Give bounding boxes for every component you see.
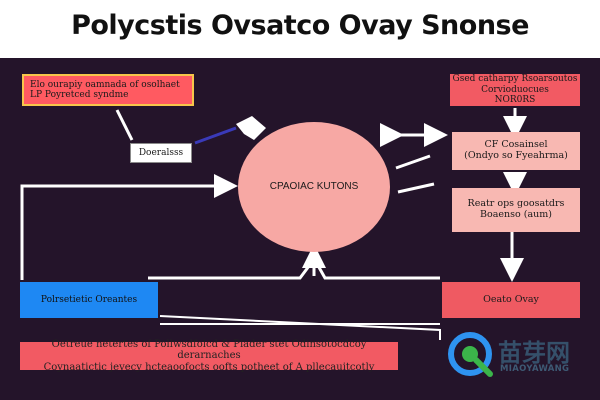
connector-bottom-band	[159, 315, 441, 340]
ray-line-2	[397, 182, 435, 194]
connector-bottom-left-up	[148, 261, 314, 280]
right-mid-box: CF Cosainsel (Ondyo so Fyeahrma)	[452, 132, 580, 170]
connector-bottom-right-up	[314, 261, 440, 280]
watermark-cn-text: 苗芽网	[498, 339, 570, 367]
central-ellipse-node: CPAOIAC KUTONS	[238, 122, 390, 252]
diagram-title: Polycstis Ovsatco Ovay Snonse	[71, 10, 529, 41]
connector-note-to-label	[115, 109, 134, 141]
watermark-logo-icon	[448, 332, 493, 377]
right-top-box: Gsed catharpy Rsoarsoutos Corvioduocues …	[450, 74, 580, 106]
bottom-right-box: Oeato Ovay	[442, 282, 580, 318]
ray-line-1	[395, 154, 431, 170]
top-left-note-box: Elo ourapiy oamnada of osolhaet LP Poyre…	[22, 74, 194, 106]
watermark-en-text: MIAOYAWANG	[500, 364, 570, 374]
title-bar	[0, 0, 600, 58]
left-label-box: Doeralsss	[130, 143, 192, 163]
right-lower-box: Reatr ops goosatdrs Boaenso (aum)	[452, 188, 580, 232]
bottom-strip-box: Oetreue netertes of Pollwsdfoicd & Piade…	[20, 339, 398, 373]
block-arrow-upper-left	[236, 116, 266, 140]
bottom-left-box: Polrsetietic Oreantes	[20, 282, 158, 318]
connector-label-to-arrow	[194, 126, 237, 145]
connector-left-loop	[20, 174, 238, 280]
